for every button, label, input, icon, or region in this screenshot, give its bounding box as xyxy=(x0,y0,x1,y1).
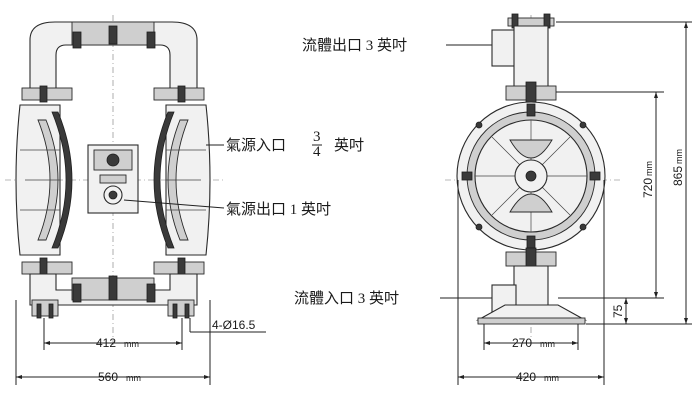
height-inner-unit: mm xyxy=(644,161,654,176)
air-inlet-fraction-numerator: 3 xyxy=(313,129,321,145)
dimension-hole: 4-Ø16.5 xyxy=(189,318,266,333)
fluid-inlet-label: 流體入口 3 英吋 xyxy=(294,289,399,307)
dimension-heights: 720 mm 865 mm 75 xyxy=(556,21,692,325)
dimension-base-width: 270 mm xyxy=(483,324,579,350)
inlet-height-value: 75 xyxy=(611,304,625,318)
base-width-value: 270 xyxy=(512,336,532,350)
height-total-unit: mm xyxy=(674,149,684,164)
dimension-front-width: 560 mm xyxy=(15,300,211,385)
dimension-side-width: 420 mm xyxy=(457,180,605,385)
front-width-value: 560 xyxy=(98,370,118,384)
port-labels: 氣源入口 3 4 英吋 氣源出口 1 英吋 流體出口 3 英吋 流體入口 3 英… xyxy=(123,36,494,307)
front-top-manifold xyxy=(21,21,205,103)
front-feet xyxy=(31,299,195,319)
front-view: 412 mm 4-Ø16.5 560 mm xyxy=(5,15,266,385)
air-outlet-leader xyxy=(123,199,225,209)
side-housing xyxy=(456,101,606,251)
side-width-value: 420 xyxy=(516,370,536,384)
air-inlet-unit: 英吋 xyxy=(334,136,364,154)
side-view: 270 mm 420 mm 720 mm xyxy=(445,13,692,385)
base-width-unit: mm xyxy=(540,339,555,349)
air-inlet-fraction-denominator: 4 xyxy=(313,144,321,160)
bolt-spacing-unit: mm xyxy=(124,339,139,349)
fluid-outlet-label: 流體出口 3 英吋 xyxy=(302,36,407,54)
air-outlet-label: 氣源出口 1 英吋 xyxy=(226,200,331,218)
front-width-unit: mm xyxy=(126,373,141,383)
side-width-unit: mm xyxy=(544,373,559,383)
height-inner-value: 720 xyxy=(641,178,655,198)
front-center-block xyxy=(87,144,139,214)
height-total-value: 865 xyxy=(671,166,685,186)
front-left-chamber xyxy=(15,104,73,256)
bolt-spacing-value: 412 xyxy=(96,336,116,350)
side-top-outlet xyxy=(491,13,557,105)
hole-spec: 4-Ø16.5 xyxy=(212,318,256,332)
front-bottom-manifold xyxy=(21,257,205,306)
side-bottom-inlet xyxy=(475,247,588,325)
air-inlet-label: 氣源入口 xyxy=(226,137,286,154)
front-right-chamber xyxy=(153,104,211,256)
dimension-bolt-spacing: 412 mm xyxy=(43,318,183,350)
